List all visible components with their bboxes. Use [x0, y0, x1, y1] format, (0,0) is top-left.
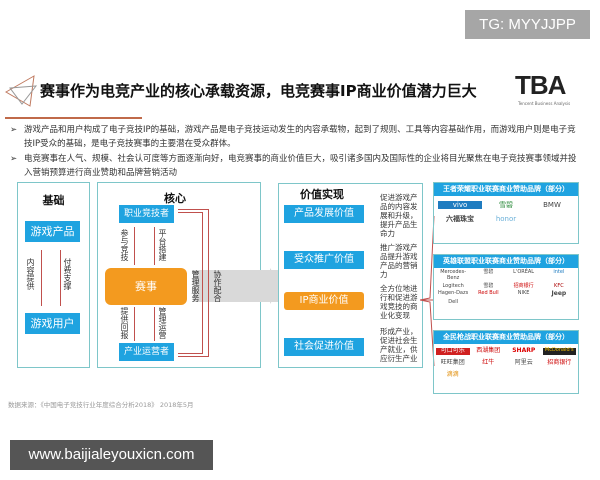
brand-logo: L'ORÉAL [513, 269, 535, 275]
brand-logo: 雪碧 [483, 269, 494, 275]
pro-players-box: 职业竞技者 [119, 205, 174, 223]
brand-logo: KFC [554, 282, 564, 289]
event-box: 赛事 [105, 268, 187, 305]
brand-logo: SHARP [512, 347, 536, 354]
brand-logo: vivo [438, 201, 482, 210]
platform-label: 平台搭建 [158, 229, 167, 261]
tba-logo: TBA [515, 70, 566, 100]
brand-logo: Hagen-Dazs [438, 290, 469, 297]
loop-line-inner [178, 212, 203, 354]
arrow [154, 307, 155, 341]
brand-logo: 旺旺集团 [440, 358, 465, 366]
value-desc-ip: 全方位地进行和促进游戏竞技的商业化变现 [380, 284, 418, 320]
sponsor-title: 全民枪战职业联赛商业赞助品牌（部分） [434, 331, 578, 344]
value-item-product: 产品发展价值 [284, 205, 364, 223]
sponsor-panel-kpl: 王者荣耀职业联赛商业赞助品牌（部分） vivo 雪碧 BMW 六福珠宝 hono… [433, 182, 579, 244]
bullet-2: ➢电竞赛事在人气、规模、社会认可度等方面逐渐向好，电竞赛事的商业价值巨大，吸引诸… [10, 154, 577, 178]
brand-logo: 雪碧 [499, 201, 513, 209]
value-desc-society: 形成产业，促进社会生产就业，供应衍生产业 [380, 327, 418, 363]
website-watermark: www.baijialeyouxicn.com [10, 440, 213, 470]
brand-logo: Mercedes-Benz [440, 269, 467, 281]
payment-support-label: 付费支撑 [63, 258, 72, 290]
industry-operators-box: 产业运营者 [119, 343, 174, 361]
brand-logo: 红牛 [482, 358, 495, 366]
sponsor-title: 英雄联盟职业联赛商业赞助品牌（部分） [434, 255, 578, 268]
loop-line-outer [178, 209, 209, 357]
foundation-panel [17, 182, 90, 368]
telegram-badge: TG: MYYJJPP [465, 10, 590, 39]
brand-logo: McDonald's [542, 347, 576, 355]
brand-logo: 招商银行 [547, 358, 572, 366]
big-arrow-head-icon [270, 268, 282, 304]
bullet-1: ➢游戏产品和用户构成了电子竞技IP的基础，游戏产品是电子竞技运动发生的内容承载物… [10, 125, 576, 149]
source-note: 数据来源：《中国电子竞技行业年度综合分析2018》 2018年5月 [8, 401, 194, 409]
brand-logo: BMW [543, 201, 561, 209]
value-item-society: 社会促进价值 [284, 338, 364, 356]
triangle-logo-icon [5, 75, 38, 107]
arrow-down [41, 250, 42, 306]
brand-logo: 六福珠宝 [446, 215, 474, 224]
brand-logo: honor [495, 215, 517, 224]
game-users-box: 游戏用户 [25, 313, 80, 334]
tba-logo-subtitle: Tencent Business Analysis [518, 101, 571, 106]
brand-logo: Jeep [551, 290, 567, 298]
brand-logo: Red Bull [478, 290, 499, 297]
sponsor-panel-qmqz: 全民枪战职业联赛商业赞助品牌（部分） 可口可乐 西湖集团 SHARP McDon… [433, 330, 579, 394]
manage-service-label: 管理服务 [191, 270, 200, 302]
brand-logo: 滴滴 [446, 370, 459, 378]
brand-logo: 雪碧 [483, 282, 494, 289]
arrow [154, 227, 155, 265]
game-product-box: 游戏产品 [25, 221, 80, 242]
big-arrow-body [193, 270, 280, 302]
page-title: 赛事作为电竞产业的核心承载资源，电竞赛事IP商业价值潜力巨大 [40, 82, 477, 100]
brand-logo: intel [553, 269, 565, 275]
connector-lines [420, 215, 435, 367]
cooperate-label: 协作配合 [213, 270, 222, 302]
brand-logo: 阿里云 [514, 358, 533, 366]
value-title: 价值实现 [300, 188, 344, 201]
title-underline [5, 117, 142, 119]
sponsor-panel-lpl: 英雄联盟职业联赛商业赞助品牌（部分） Mercedes-Benz 雪碧 L'OR… [433, 254, 579, 320]
manage-ops-label: 管理运营 [158, 307, 167, 339]
arrow [134, 227, 135, 265]
brand-logo: NIKE [517, 290, 530, 297]
brand-logo: Dell [448, 299, 458, 306]
value-item-audience: 受众推广价值 [284, 251, 364, 269]
foundation-title: 基础 [42, 194, 65, 207]
value-desc-product: 促进游戏产品的内容发展和升级，提升产品生命力 [380, 193, 418, 238]
return-label: 提供回报 [120, 307, 129, 339]
participate-label: 参与竞技 [120, 229, 129, 261]
brand-logo: 招商银行 [513, 282, 534, 289]
value-item-ip: IP商业价值 [284, 292, 364, 310]
brand-logo: 可口可乐 [436, 347, 470, 355]
core-title: 核心 [164, 192, 186, 205]
brand-logo: Logitech [442, 282, 464, 289]
brand-logo: 西湖集团 [476, 347, 501, 354]
sponsor-title: 王者荣耀职业联赛商业赞助品牌（部分） [434, 183, 578, 196]
content-provide-label: 内容提供 [26, 258, 35, 290]
arrow [134, 307, 135, 341]
arrow-up [60, 250, 61, 306]
value-desc-audience: 推广游戏产品提升游戏产品的营销力 [380, 243, 418, 279]
